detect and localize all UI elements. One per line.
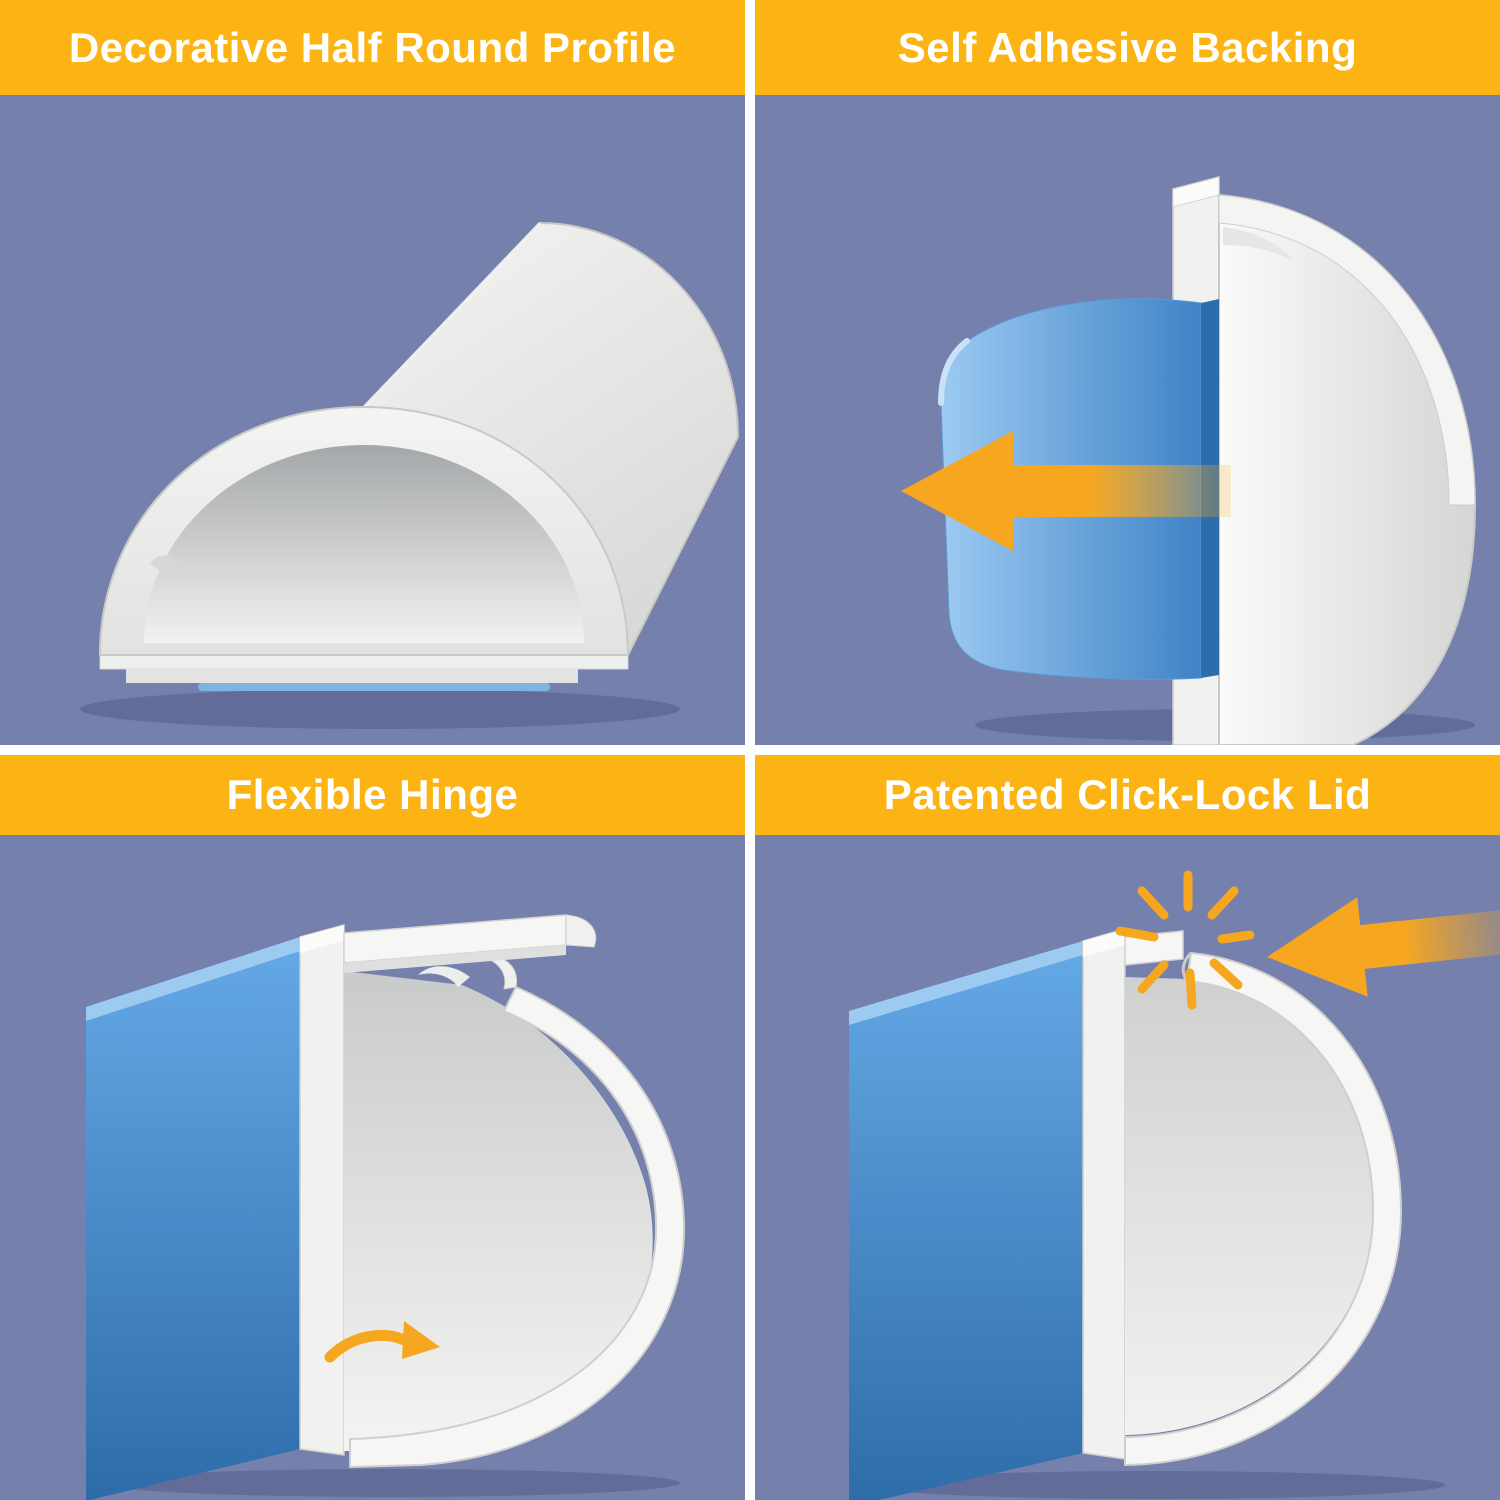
adhesive-tape-edge (198, 683, 550, 691)
flexible-hinge-illustration (86, 914, 686, 1500)
panel-1-title: Decorative Half Round Profile (68, 23, 677, 71)
blue-adhesive-sheet (86, 937, 300, 1500)
closed-lid-cross-section-3d (849, 870, 1500, 1500)
closed-lid (1124, 951, 1403, 1467)
panel-self-adhesive: Self Adhesive Backing (755, 0, 1500, 745)
curved-lid-surface (1218, 193, 1477, 745)
panel-4-header: Patented Click-Lock Lid (755, 755, 1500, 835)
panel-flexible-hinge: Flexible Hinge (0, 755, 745, 1500)
half-round-duct-3d (80, 221, 740, 729)
inner-clip-nub (150, 555, 178, 571)
hinge-arrow-icon (324, 1321, 440, 1363)
click-burst-icon (1115, 870, 1255, 1010)
panel-2-header: Self Adhesive Backing (755, 0, 1500, 95)
self-adhesive-illustration (901, 176, 1477, 745)
open-lid-cross-section-3d (86, 914, 686, 1500)
panel-half-round-profile: Decorative Half Round Profile (0, 0, 745, 745)
push-arrow-icon (1267, 897, 1500, 997)
peel-arrow-icon (901, 431, 1231, 551)
open-lid (349, 985, 686, 1469)
panel-1-header: Decorative Half Round Profile (0, 0, 745, 95)
panel-3-title: Flexible Hinge (226, 771, 519, 818)
click-lock-illustration (849, 870, 1500, 1500)
raceway-with-liner-3d (901, 176, 1477, 745)
half-round-profile-illustration (80, 221, 740, 729)
top-flange (1124, 930, 1184, 966)
panel-4-title: Patented Click-Lock Lid (883, 771, 1372, 818)
panel-3-header: Flexible Hinge (0, 755, 745, 835)
blue-adhesive-sheet (849, 941, 1083, 1500)
panel-click-lock-lid: Patented Click-Lock Lid (755, 755, 1500, 1500)
panel-2-title: Self Adhesive Backing (897, 23, 1358, 71)
back-plate (299, 924, 345, 1456)
back-plate (1082, 928, 1126, 1460)
